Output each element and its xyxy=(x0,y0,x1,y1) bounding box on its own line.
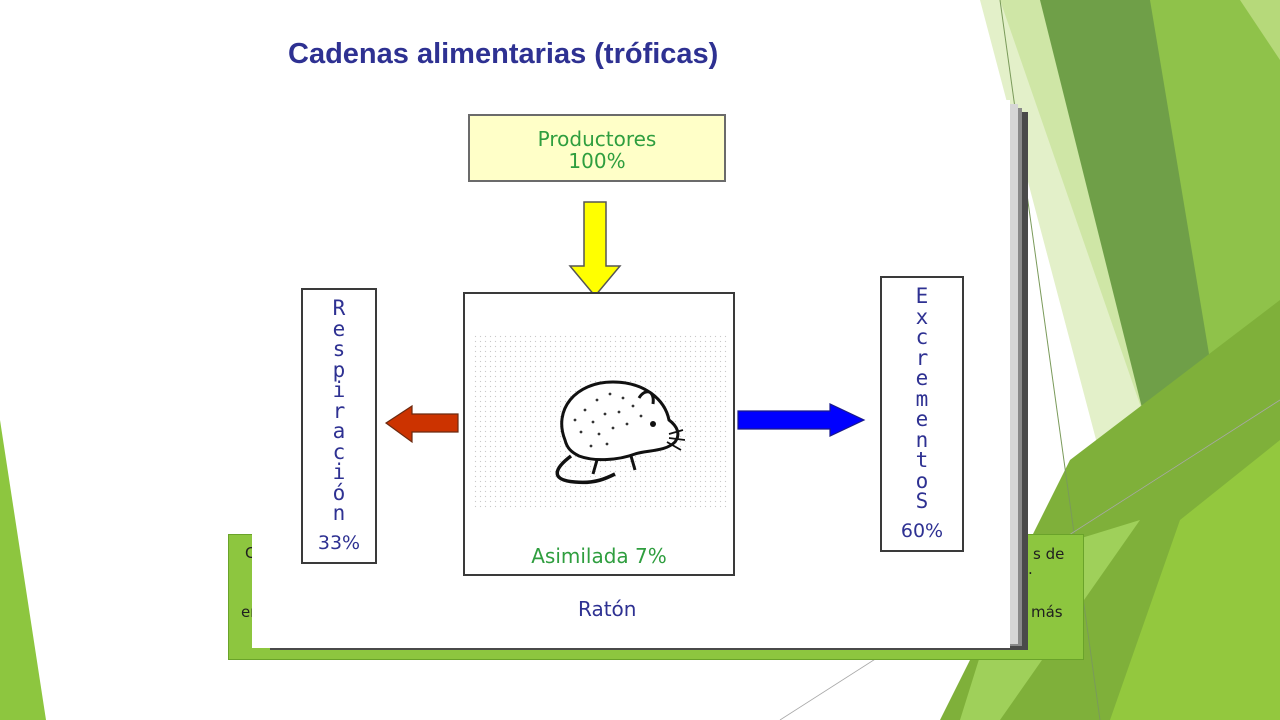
summary-text-right-top: s de xyxy=(1033,545,1065,563)
excrement-box: ExcrementoS 60% xyxy=(880,276,964,552)
producers-box: Productores 100% xyxy=(468,114,726,182)
producers-label: Productores xyxy=(537,127,657,151)
summary-text-left-top: C xyxy=(245,544,256,562)
assimilated-label: Asimilada 7% xyxy=(531,544,667,568)
producers-percent: 100% xyxy=(568,149,626,173)
arrow-right-icon xyxy=(737,403,866,437)
excrement-label: ExcrementoS xyxy=(915,284,929,513)
mouse-icon xyxy=(555,380,685,485)
arrow-left-icon xyxy=(384,404,459,444)
respiration-percent: 33% xyxy=(317,532,361,554)
page-title: Cadenas alimentarias (tróficas) xyxy=(288,38,719,70)
respiration-label: Respiración xyxy=(332,296,346,525)
animal-label: Ratón xyxy=(578,597,637,621)
mouse-box: Asimilada 7% xyxy=(463,292,735,576)
arrow-down-icon xyxy=(568,201,622,298)
summary-text-right-bottom: más xyxy=(1031,603,1063,621)
respiration-box: Respiración 33% xyxy=(301,288,377,564)
summary-text-right-mid: . xyxy=(1028,560,1033,578)
excrement-percent: 60% xyxy=(900,520,944,542)
